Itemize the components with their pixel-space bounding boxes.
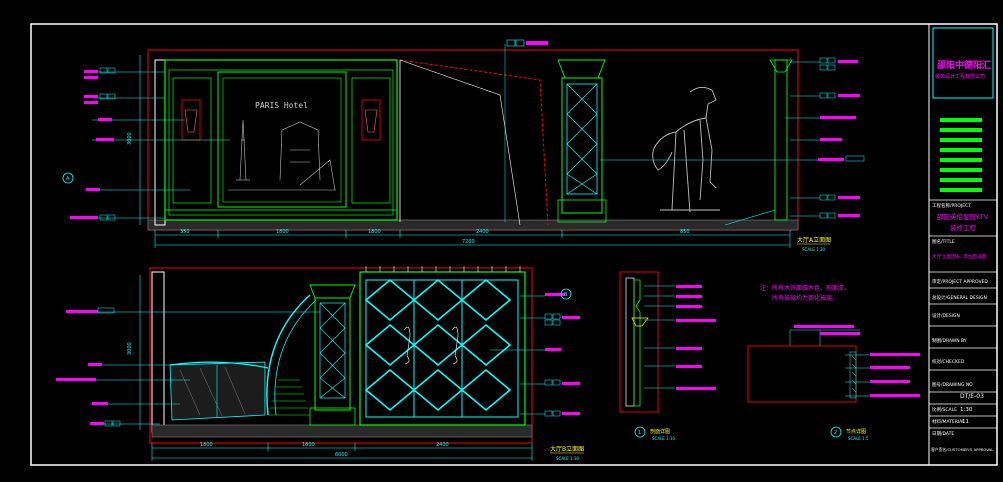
callout-1 <box>634 426 646 438</box>
tb-material-value: 11 <box>962 419 969 425</box>
caption-elevation-a-scale: SCALE 1:30 <box>802 247 826 252</box>
caption-section-2-scale: SCALE 1:5 <box>848 436 869 441</box>
elevation-b: 1800 1800 2400 6000 3000 <box>56 266 584 461</box>
dim-a-1: 350 <box>180 229 190 235</box>
tb-design-label: 总设计/GENERAL DESIGN <box>932 294 987 301</box>
outer-frame <box>30 23 998 466</box>
tb-project-sub: 装修工程 <box>950 223 977 232</box>
glass-partition <box>399 59 549 226</box>
sconce-right <box>361 99 381 141</box>
dim-b-total: 6000 <box>335 452 348 458</box>
elevation-a: PARIS Hotel <box>62 39 865 252</box>
lattice-column-b <box>309 284 356 426</box>
callout-2 <box>830 426 842 438</box>
green-bars <box>940 118 982 192</box>
note-line-1: 注：所有木饰面做木色、刷面漆， <box>760 284 850 292</box>
tb-drawn-label: 制图/DRAWN BY <box>932 337 967 344</box>
tb-project-label: 工程名称/PROJECT <box>932 202 971 209</box>
elevation-b-boundary <box>149 267 533 444</box>
tb-project-name: 邵阳英伦皇冠KTV <box>937 212 989 221</box>
caption-elevation-b-scale: SCALE 1:30 <box>556 456 580 461</box>
elevation-a-right-labels <box>600 57 865 219</box>
dim-b-3: 2400 <box>436 442 449 448</box>
section-detail-2: 2 节点详图 SCALE 1:5 <box>747 325 920 441</box>
svg-text:A: A <box>66 176 70 182</box>
svg-text:2: 2 <box>834 430 837 436</box>
tb-checked-label: 校对/CHECKED <box>932 358 965 365</box>
caption-section-1: 剖面详图 <box>650 428 670 435</box>
elevation-a-floor <box>147 219 799 231</box>
tb-title-value: 大厅立面图A、B立面详图 <box>932 253 987 260</box>
lattice-screen <box>359 266 526 426</box>
company-sub: 装饰设计工程有限公司 <box>935 73 985 80</box>
tb-title-label: 图名/TITLE <box>932 238 955 245</box>
title-block: 邵阳中德阳汇 装饰设计工程有限公司 工程名称/P <box>929 27 997 452</box>
elevation-b-left-labels <box>56 307 320 427</box>
caption-section-2: 节点详图 <box>846 428 866 435</box>
dim-b-2: 1800 <box>302 442 315 448</box>
callout-a <box>62 172 74 184</box>
tb-drawing-no-label: 图号/DRAWING NO <box>932 382 973 388</box>
section-detail-1: 1 剖面详图 SCALE 1:10 <box>619 271 716 441</box>
caption-section-1-scale: SCALE 1:10 <box>652 436 676 441</box>
lattice-column <box>557 59 607 223</box>
tb-material-label: 材料/MATERIAL <box>932 418 965 425</box>
dim-b-1: 1800 <box>200 442 213 448</box>
tb-date-label: 日期/DATE <box>932 431 954 437</box>
note-line-2: 所有玻璃均为钢化玻璃。 <box>772 294 838 302</box>
elevation-a-left-panel <box>172 77 212 204</box>
callout-b <box>560 288 572 300</box>
dim-a-height: 3000 <box>127 132 133 145</box>
elevation-a-artwork-frame <box>217 71 347 208</box>
elevation-a-right-panel <box>351 77 391 204</box>
dim-a-5: 850 <box>680 229 690 235</box>
tb-design2-label: 设计/DESIGN <box>932 312 960 319</box>
caption-elevation-b: 大厅B立面图 <box>550 445 584 453</box>
dim-a-total: 7200 <box>462 239 475 245</box>
dim-a-4: 2400 <box>476 229 489 235</box>
tb-drawing-no: DT/E-03 <box>960 393 984 400</box>
dim-b-height: 3000 <box>127 342 133 355</box>
artwork-text: PARIS Hotel <box>255 101 308 110</box>
elevation-b-right-labels <box>490 293 580 417</box>
dim-a-2: 1800 <box>276 229 289 235</box>
horse-sculpture <box>652 87 720 213</box>
tb-scale-label: 比例/SCALE <box>932 406 957 413</box>
tb-scale-value: 1:30 <box>960 407 973 413</box>
stair-railing <box>169 294 317 421</box>
tb-approval-label: 客户签名/CUSTOMER'S APPROVAL <box>931 447 994 452</box>
caption-elevation-a: 大厅A立面图 <box>797 236 831 244</box>
svg-text:1: 1 <box>638 430 641 436</box>
tb-approved-label: 审定/PROJECT APPROVED <box>932 278 988 285</box>
svg-text:B: B <box>564 292 568 298</box>
dim-a-3: 1800 <box>368 229 381 235</box>
company-name: 邵阳中德阳汇 <box>936 59 991 71</box>
elevation-a-left-labels <box>70 67 230 221</box>
